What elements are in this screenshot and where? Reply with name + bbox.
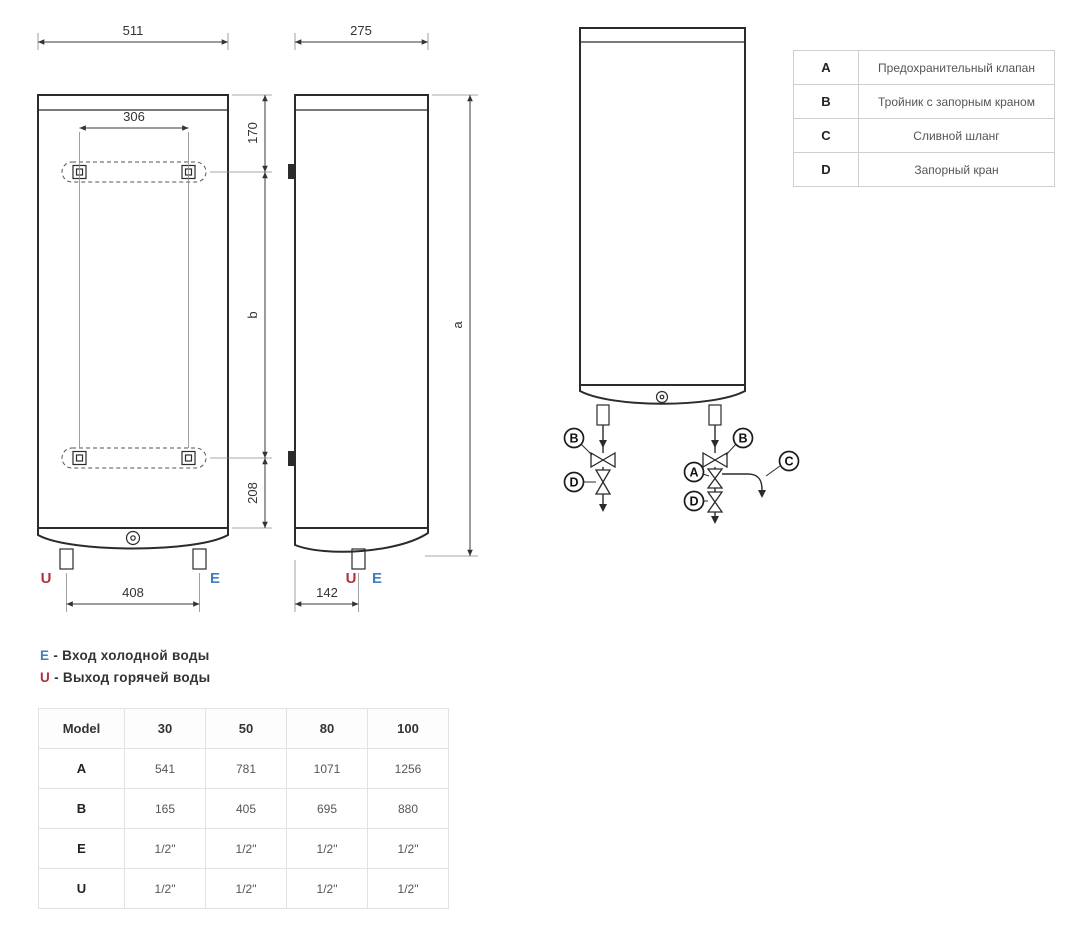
dim-height-a: a [450,321,465,329]
model-dimensions-table: Model 30 50 80 100 A 541 781 1071 1256 B… [38,708,449,909]
model-value-cell: 541 [124,748,206,789]
model-value-cell: 695 [286,788,368,829]
row-key-cell: E [38,828,125,869]
callout-c [778,450,800,472]
legend-key-cell: D [793,152,859,187]
model-value-cell: 1/2" [286,868,368,909]
model-value-cell: 1/2" [205,828,287,869]
cold-water-legend-line: E- Вход холодной воды [40,645,210,667]
tank-piping-outline [579,27,746,386]
legend-desc-cell: Запорный кран [858,152,1055,187]
legend-key-cell: A [793,50,859,85]
callout-b-left-label: B [569,432,578,446]
model-value-cell: 1/2" [367,868,449,909]
table-header-row: Model 30 50 80 100 [38,708,449,749]
cold-water-pipe-stub [192,548,207,570]
u-text: - Выход горячей воды [54,670,211,685]
side-view: 275 U E 142 a [288,23,478,612]
model-value-cell: 165 [124,788,206,829]
outlet-pipe-assembly: B D [563,425,616,512]
legend-key-cell: B [793,84,859,119]
table-row: C Сливной шланг [793,118,1055,153]
e-key: E [40,648,50,663]
model-value-cell: 880 [367,788,449,829]
callout-d-left-label: D [569,476,578,490]
tank-front-outline [37,94,229,529]
legend-key-cell: C [793,118,859,153]
callout-d-left [563,471,585,493]
legend-desc-cell: Сливной шланг [858,118,1055,153]
cold-inlet-label-e: E [210,570,220,587]
tank-side-outline [294,94,429,529]
model-value-cell: 1256 [367,748,449,789]
model-value-cell: 1/2" [367,828,449,869]
model-value-cell: 1/2" [205,868,287,909]
table-row-u: U 1/2" 1/2" 1/2" 1/2" [38,868,449,909]
model-value-cell: 1/2" [124,828,206,869]
installation-view: B D B [563,27,800,524]
hot-water-pipe-stub [59,548,74,570]
side-pipe-stub [351,548,366,570]
model-value-cell: 1/2" [286,828,368,869]
callout-d-right-label: D [689,495,698,509]
wall-bracket-bottom [288,451,295,466]
model-value-cell: 405 [205,788,287,829]
e-text: - Вход холодной воды [53,648,210,663]
model-value-cell: 1071 [286,748,368,789]
table-row: B Тройник с запорным краном [793,84,1055,119]
wall-bracket-top [288,164,295,179]
row-key-cell: A [38,748,125,789]
model-header-cell: 80 [286,708,368,749]
dim-height-b: b [245,311,260,318]
front-view: 511 306 [37,23,272,612]
model-header-cell: 100 [367,708,449,749]
dim-foot-span-408: 408 [122,585,144,600]
table-row: A Предохранительный клапан [793,50,1055,85]
callout-b-left [563,427,585,449]
table-row-a: A 541 781 1071 1256 [38,748,449,789]
legend-desc-cell: Тройник с запорным краном [858,84,1055,119]
hot-water-legend-line: U- Выход горячей воды [40,667,210,689]
side-hot-outlet-label-u: U [346,570,357,587]
model-value-cell: 1/2" [124,868,206,909]
dim-bracket-306: 306 [123,109,145,124]
callout-b-right-label: B [738,432,747,446]
dim-foot-offset-142: 142 [316,585,338,600]
technical-drawing: 511 306 [37,23,800,612]
dim-bottom-offset-208: 208 [245,482,260,504]
table-row-e: E 1/2" 1/2" 1/2" 1/2" [38,828,449,869]
model-header-cell: 50 [205,708,287,749]
u-key: U [40,670,51,685]
outlet-pipe-stub [596,404,610,426]
inlet-pipe-assembly: B A C D [683,425,800,524]
dim-width-511: 511 [123,23,144,38]
inlet-pipe-stub [708,404,722,426]
row-key-cell: U [38,868,125,909]
model-value-cell: 781 [205,748,287,789]
drain-plug [125,530,141,546]
parts-legend-table: A Предохранительный клапан B Тройник с з… [793,50,1055,187]
callout-a-label: A [689,466,698,480]
side-cold-inlet-label-e: E [372,570,382,587]
drain-plug [655,390,669,404]
callout-c-label: C [784,455,793,469]
callout-a [683,461,705,483]
callout-d-right [683,490,705,512]
mounting-slot-top [61,161,207,183]
model-header-cell: 30 [124,708,206,749]
dim-top-offset-170: 170 [245,122,260,144]
table-row: D Запорный кран [793,152,1055,187]
table-row-b: B 165 405 695 880 [38,788,449,829]
dim-depth-275: 275 [350,23,372,38]
hot-outlet-label-u: U [41,570,52,587]
mounting-slot-bottom [61,447,207,469]
callout-b-right [732,427,754,449]
legend-desc-cell: Предохранительный клапан [858,50,1055,85]
io-legend: E- Вход холодной воды U- Выход горячей в… [40,645,210,689]
row-key-cell: B [38,788,125,829]
model-header-cell: Model [38,708,125,749]
